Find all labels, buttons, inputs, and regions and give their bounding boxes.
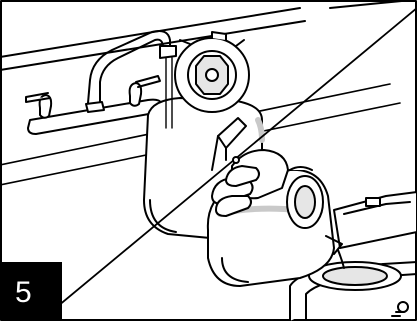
step-number-badge: 5 (1, 262, 62, 320)
step-number: 5 (15, 276, 32, 309)
